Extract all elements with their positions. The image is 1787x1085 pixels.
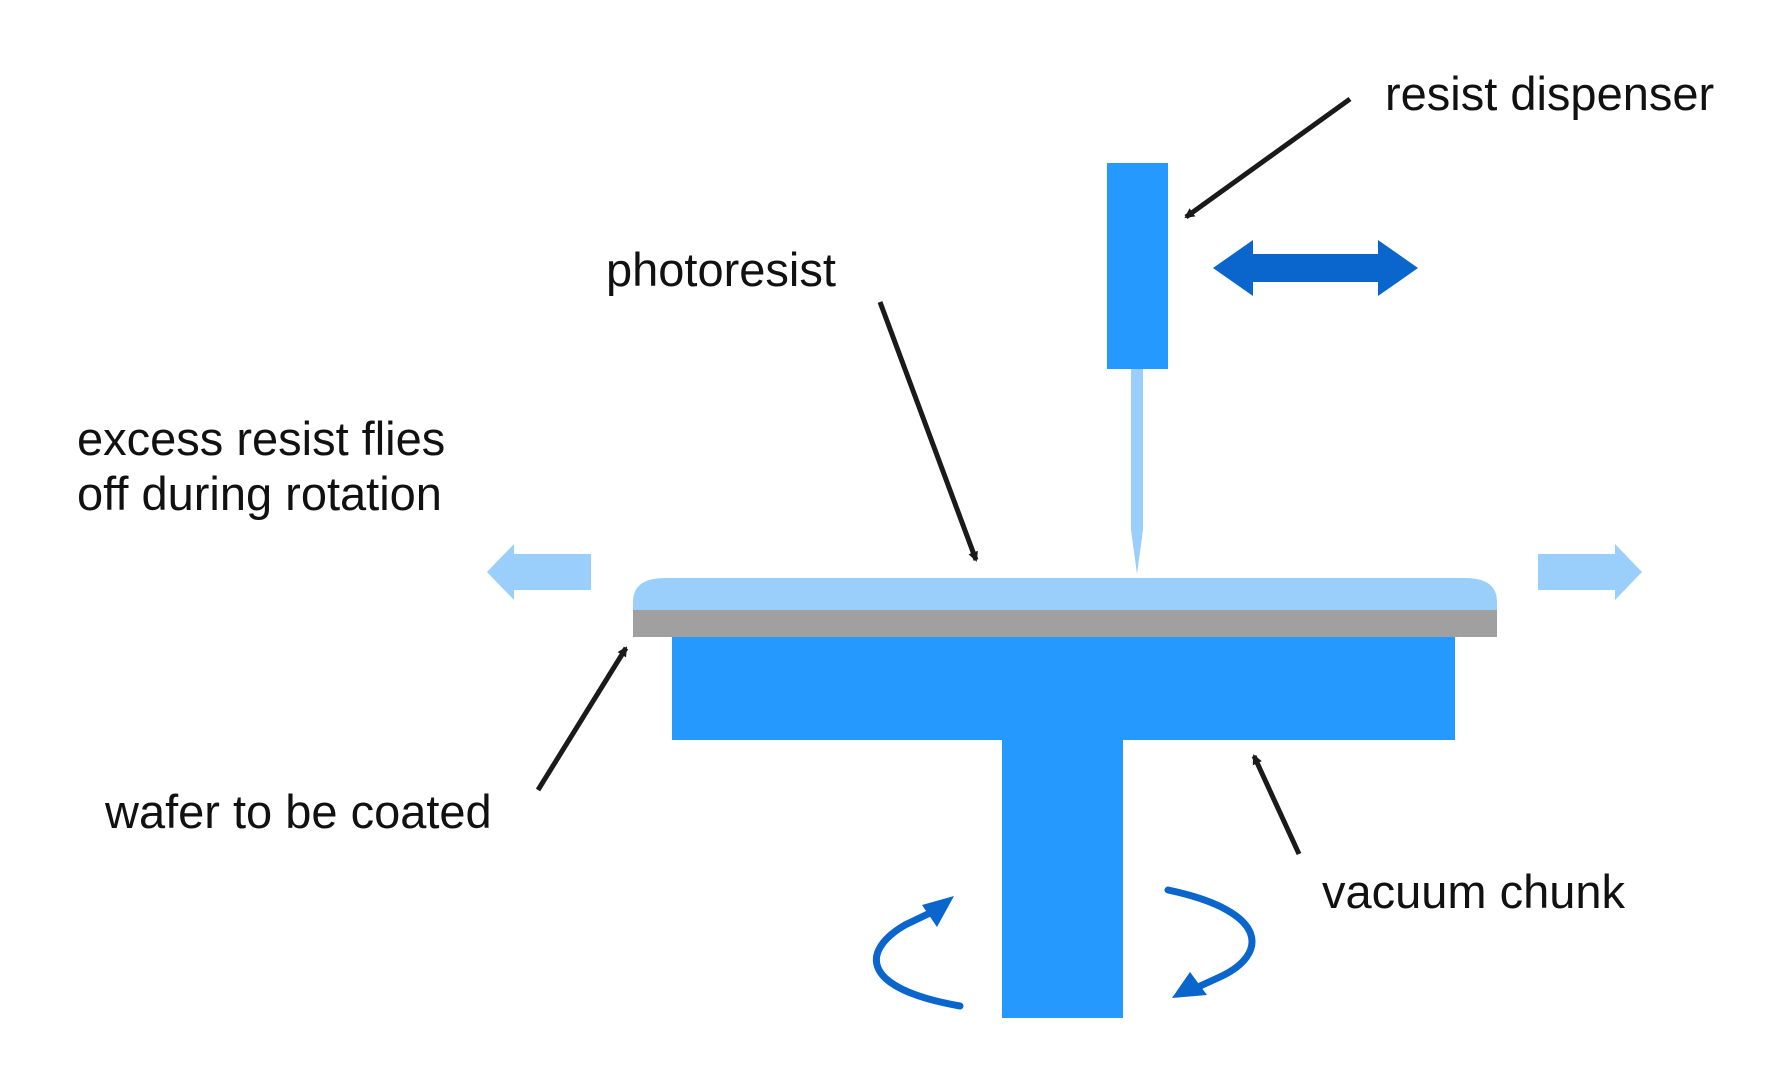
- excess-right-arrow-icon: [1538, 544, 1642, 600]
- dispenser-move-arrow-icon: [1213, 240, 1418, 296]
- rotation-arrow-right-icon: [1164, 886, 1256, 998]
- excess-resist-label-line-2: off during rotation: [77, 466, 442, 520]
- photoresist-pointer: [877, 301, 979, 562]
- vacuum-chuck-plate: [672, 632, 1455, 740]
- excess-resist-label-line-1: excess resist flies: [77, 412, 446, 465]
- excess-left-arrow-icon: [487, 544, 591, 600]
- excess-resist-label: excess resist flies off during rotation: [77, 412, 445, 522]
- resist-dispenser-pointer: [1184, 96, 1352, 220]
- dispenser-nozzle-stream: [1131, 369, 1143, 574]
- resist-dispenser: [1107, 163, 1168, 369]
- photoresist-label: photoresist: [606, 243, 836, 296]
- vacuum-chuck-label: vacuum chunk: [1322, 865, 1626, 918]
- wafer-pointer: [535, 646, 629, 792]
- vacuum-chuck-pointer: [1251, 754, 1302, 856]
- rotation-arrow-left-icon: [872, 896, 964, 1010]
- vacuum-chuck-shaft: [1002, 738, 1123, 1018]
- wafer-label: wafer to be coated: [105, 785, 492, 838]
- wafer: [633, 610, 1497, 637]
- resist-dispenser-label: resist dispenser: [1385, 67, 1715, 120]
- photoresist-layer: [633, 578, 1497, 610]
